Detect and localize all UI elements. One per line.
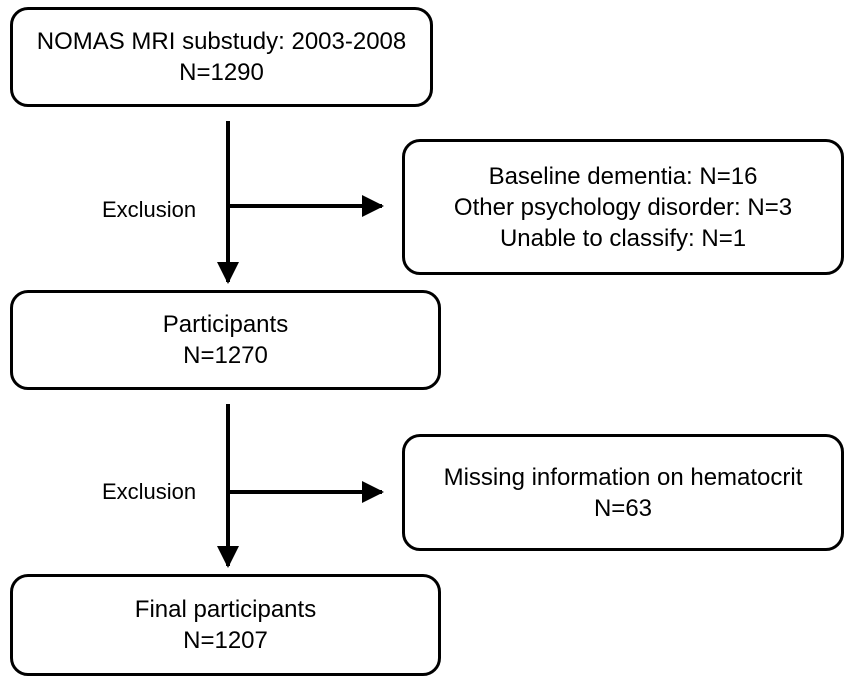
- exclusion-label-1: Exclusion: [102, 197, 197, 222]
- final-box: Final participants N=1207: [10, 574, 441, 676]
- exclusion-2-count: N=63: [593, 494, 653, 522]
- participants-count: N=1270: [183, 342, 268, 369]
- study-box: NOMAS MRI substudy: 2003-2008 N=1290: [10, 7, 433, 107]
- exclusion-label-2: Exclusion: [102, 479, 197, 504]
- exclusion-box-1: Baseline dementia: N=16 Other psychology…: [402, 139, 844, 275]
- study-count: N=1290: [179, 59, 264, 86]
- final-count: N=1207: [183, 627, 268, 654]
- participants-box: Participants N=1270: [10, 290, 441, 390]
- participants-title: Participants: [162, 311, 289, 338]
- exclusion-1-psychology: Other psychology disorder: N=3: [453, 193, 793, 221]
- final-title: Final participants: [134, 596, 317, 623]
- study-title: NOMAS MRI substudy: 2003-2008: [36, 28, 407, 55]
- exclusion-box-2: Missing information on hematocrit N=63: [402, 434, 844, 551]
- exclusion-1-dementia: Baseline dementia: N=16: [488, 162, 758, 190]
- exclusion-1-unclassified: Unable to classify: N=1: [499, 224, 747, 252]
- exclusion-2-hematocrit: Missing information on hematocrit: [443, 463, 803, 491]
